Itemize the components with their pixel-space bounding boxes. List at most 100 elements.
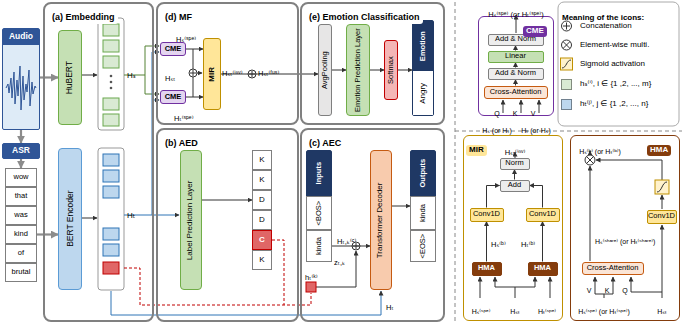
layer-box: Label Prediction Layer	[180, 150, 202, 290]
label-holder: Hₜ	[386, 296, 394, 314]
wire	[193, 49, 194, 69]
box-label: wow	[13, 173, 28, 181]
wire	[495, 277, 515, 298]
panel-title: (c) AEC	[306, 138, 344, 150]
box-label: D	[259, 216, 265, 225]
symbol-label: zₜ,ₖ	[334, 258, 345, 267]
connector	[530, 186, 543, 208]
symbol-label: Hₛₜ⁽ⁱⁿᵛ⁾	[222, 69, 243, 78]
concat-symbol	[190, 70, 196, 76]
box-label: Softmax	[387, 56, 395, 84]
dashed-wire	[272, 240, 284, 305]
wire	[631, 277, 632, 292]
layer-box: Norm	[500, 158, 530, 170]
layer-box: Conv1D	[526, 208, 560, 222]
symbol-label: Hₛ⁽ˢᵖᵉ⁾ (or Hₜ⁽ˢᵖᵉ⁾)	[578, 308, 630, 315]
feature-square	[103, 56, 119, 68]
box-section: Emotion	[413, 21, 433, 71]
label-holder: Hₜ⁽ˢᵖᵉ⁾	[174, 107, 193, 125]
label-cell: D	[252, 190, 272, 210]
box-label: Emotion	[419, 31, 427, 61]
output-box: EmotionAngry	[412, 20, 434, 116]
legend-swatch	[561, 79, 572, 90]
connector	[37, 233, 58, 235]
wire	[595, 277, 596, 294]
feature-square	[103, 186, 119, 198]
token-cell: wow	[5, 168, 37, 187]
decoder-box: Transformer Decoder	[370, 150, 392, 290]
symbol-label: Hₛ⁽ᵇ⁾ (or Hₜ⁽ᵇ⁾)	[579, 148, 621, 155]
connector	[186, 49, 203, 50]
box-label: Audio	[9, 32, 33, 41]
module-panel: CMECMEMIR(d) MF	[156, 2, 299, 125]
token-cell: kinda	[410, 196, 436, 230]
wire	[193, 77, 194, 97]
connector	[398, 70, 412, 71]
layer-box: Emotion Prediction Layer	[346, 24, 370, 116]
legend-row: hₛ⁽ⁱ⁾, i ∈ {1 ,2, ..., m}	[561, 78, 651, 90]
module-panel: AvgPoolingEmotion Prediction LayerSoftma…	[300, 2, 445, 125]
wire	[596, 160, 662, 180]
box-label: of	[18, 249, 24, 257]
legend-row: hₜ⁽ʲ⁾, j ∈ {1 ,2, ..., n}	[561, 98, 648, 110]
label-holder: V	[531, 102, 536, 120]
symbol-label: Hₜ⁽ˢᵖᵉ⁾	[538, 308, 556, 315]
box-label: BERT Encoder	[65, 191, 74, 247]
label-holder: Hₛₜ	[657, 300, 667, 318]
token-cell: <BOS>	[306, 196, 332, 230]
connector	[515, 63, 516, 68]
layer-box: Linear	[488, 51, 544, 63]
box-label: K	[259, 156, 264, 165]
symbol-label: Q	[494, 110, 499, 117]
box-label: Outputs	[419, 159, 427, 188]
box-label: C	[259, 236, 265, 245]
multiply-symbol	[587, 157, 594, 164]
module-box: HMA	[472, 262, 502, 276]
feature-squares	[103, 24, 119, 126]
box-section: Angry	[413, 71, 433, 115]
symbol-label: Hₛ (or Hₜ)	[482, 127, 512, 134]
detail-panel: NormAddConv1DConv1DHMAHMAMIR	[463, 135, 563, 321]
layer-box: Conv1D	[647, 210, 677, 224]
module-panel: <BOS>kindaInputs Transformer Decoder kinda…	[300, 128, 445, 322]
legend-row: Element-wise multi.	[561, 39, 649, 51]
module-panel: Label Prediction LayerKKDDCK(b) AED	[156, 128, 299, 322]
feature-square	[103, 228, 119, 240]
label-holder: Hₛ⁽ˢᵖᵉ⁾ (or Hₜ⁽ˢᵖᵉ⁾)	[488, 3, 543, 21]
connector	[186, 97, 203, 98]
concat-symbol	[189, 69, 197, 77]
symbol-label: K	[605, 287, 610, 294]
symbol-label: Hₛ⁽ᵇ⁾	[491, 240, 506, 249]
box-label: kinda	[419, 204, 427, 222]
legend-swatch	[561, 99, 572, 110]
symbol-label: Hₛₜ	[657, 308, 667, 315]
feature-square	[103, 98, 119, 110]
label-holder: Hₛ⁽ˢᵖᵉ⁾	[472, 300, 491, 318]
symbol-label: Hₜ,ₖ⁽ᶜ⁾	[337, 237, 356, 246]
symbol-label: Hₜ⁽ᵇ⁾	[521, 240, 535, 249]
label-holder: Hₜ⁽ᵇ⁾	[521, 233, 535, 251]
dot	[110, 75, 113, 78]
wire	[662, 195, 663, 209]
box-label: Angry	[419, 83, 428, 104]
multiply-symbol	[562, 40, 572, 50]
connector	[20, 159, 22, 168]
connector	[392, 206, 410, 207]
box-label: brutal	[12, 268, 31, 276]
panel-title: (b) AED	[162, 138, 201, 150]
layer-box: Conv1D	[470, 208, 504, 222]
token-cell: brutal	[5, 263, 37, 282]
token-cell: of	[5, 244, 37, 263]
label-holder: Hₛ⁽ᵇ⁾ (or Hₜ⁽ᵇ⁾)	[579, 140, 621, 158]
wire	[503, 100, 504, 113]
label-holder: Hₛₜ	[510, 300, 520, 318]
connector	[20, 130, 22, 143]
symbol-label: V	[587, 287, 592, 294]
box-label: Linear	[505, 52, 526, 60]
module-box: MIR	[203, 38, 221, 110]
connector	[514, 170, 515, 180]
sequence-box: <BOS>kindaInputs	[306, 150, 332, 262]
legend-text: Sigmoid activation	[580, 60, 645, 69]
token-square	[306, 282, 316, 292]
